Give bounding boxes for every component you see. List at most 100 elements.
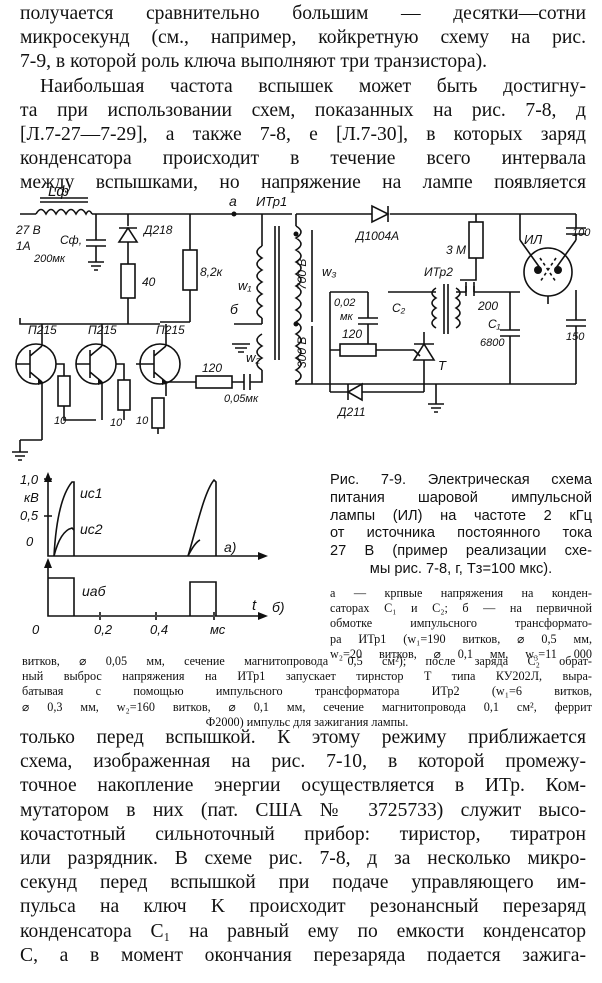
c1-value: 6800 bbox=[480, 337, 505, 349]
text-line: получается сравнительно большим — десятк… bbox=[20, 3, 586, 24]
note-line: Ф2000) импульс для зажигания лампы. bbox=[205, 714, 409, 729]
node-b-label: б bbox=[230, 301, 239, 317]
c100-label: 100 bbox=[572, 227, 591, 239]
winding-w2 bbox=[256, 333, 264, 371]
winding-w3 bbox=[294, 225, 302, 383]
transistor-p215-1 bbox=[15, 324, 57, 440]
c1-label: C₁ bbox=[488, 317, 501, 331]
c2-unit: мк bbox=[340, 311, 354, 323]
paragraph-top: получается сравнительно большим — десятк… bbox=[20, 2, 586, 196]
graph-t-label: t bbox=[252, 597, 257, 614]
text-line: только перед вспышкой. К этому режиму пр… bbox=[20, 727, 586, 748]
text-line: конденсатора C₁ на равный ему по емкости… bbox=[20, 920, 586, 942]
c200-label: 200 bbox=[477, 299, 498, 313]
c2-label: C₂ bbox=[392, 301, 406, 315]
graph-a-tag: а) bbox=[224, 539, 236, 555]
itr2-label: ИТр2 bbox=[424, 265, 453, 279]
text-line: точное накопление энергии осуществляется… bbox=[20, 775, 586, 797]
w3-label: w₃ bbox=[322, 264, 337, 279]
text-line: кочастотный сильноточный прибор: тиристо… bbox=[20, 823, 586, 845]
graph-x-04-label: 0,4 bbox=[150, 622, 168, 637]
text-line: [Л.7-27—7-29], а также 7-8, е [Л.7-30], … bbox=[20, 124, 586, 146]
resistor-10-2 bbox=[117, 379, 131, 411]
d1004-label: Д1004А bbox=[354, 229, 399, 243]
diode-d218 bbox=[117, 226, 139, 243]
figure-note-side: а — крпвые напряжения на конден- саторах… bbox=[330, 586, 592, 662]
note-line: саторах C₁ и C₂; б — на первичной bbox=[330, 601, 592, 616]
text-line: пульса на ключ K происходит резонансный … bbox=[20, 896, 586, 918]
text-line: между вспышками, но напряжение на лампе … bbox=[20, 172, 586, 194]
uc2-curve bbox=[53, 527, 201, 557]
source-voltage-label: 27 В bbox=[15, 223, 41, 237]
winding-w1 bbox=[256, 245, 264, 319]
graph-x-0-label: 0 bbox=[32, 622, 40, 637]
caption-line: мы рис. 7-8, г, Tз=100 мкс). bbox=[369, 560, 553, 577]
r120b-label: 120 bbox=[342, 327, 362, 341]
figure-note-full: витков, ⌀ 0,05 мм, сечение магнитопровод… bbox=[22, 654, 592, 730]
uc2-label: uс2 bbox=[80, 521, 103, 537]
diode-d1004a bbox=[371, 204, 390, 224]
graph-y-1-label: 1,0 bbox=[20, 472, 39, 487]
r3m-label: 3 М bbox=[446, 243, 466, 257]
lf-label: Lф bbox=[48, 183, 69, 200]
text-line: или разрядник. В схеме рис. 7-8, д за не… bbox=[20, 848, 586, 870]
resistor-3m bbox=[468, 221, 484, 259]
graph-b-tag: б) bbox=[272, 599, 285, 615]
resistor-10-3 bbox=[151, 397, 165, 429]
graph-x-unit-label: мс bbox=[210, 622, 226, 637]
figure-caption: Рис. 7-9. Электрическая схема питания ша… bbox=[330, 472, 592, 579]
uc1-label: uс1 bbox=[80, 485, 103, 501]
note-line: ра ИТр1 (w₁=190 витков, ⌀ 0,5 мм, bbox=[330, 631, 592, 646]
v300-label: 300 В bbox=[295, 337, 309, 368]
r10-1-label: 10 bbox=[54, 415, 67, 427]
p215-1-label: П215 bbox=[28, 323, 57, 337]
uab-label: uаб bbox=[82, 583, 107, 599]
c005-label: 0,05мк bbox=[224, 393, 259, 405]
w1-label: w₁ bbox=[238, 278, 252, 293]
resistor-10-1 bbox=[57, 375, 71, 407]
text-line: 7-9, в которой роль ключа выполняют три … bbox=[20, 51, 488, 73]
graph-y-05-label: 0,5 bbox=[20, 508, 39, 523]
cf-value: 200мк bbox=[33, 253, 66, 265]
c2-value: 0,02 bbox=[334, 297, 355, 309]
cf-label: Cф, bbox=[60, 233, 82, 247]
caption-line: от источника постоянного тока bbox=[330, 525, 592, 542]
r10-2-label: 10 bbox=[110, 417, 123, 429]
text-line: схема, изображенная на рис. 7-10, в кото… bbox=[20, 751, 586, 773]
v700-label: 700 В bbox=[295, 259, 309, 290]
uc1-curve bbox=[53, 478, 217, 557]
d218-label: Д218 bbox=[142, 223, 173, 237]
resistor-120b bbox=[339, 343, 377, 357]
resistor-40 bbox=[120, 263, 136, 299]
text-line: та при использовании схем, показанных на… bbox=[20, 99, 586, 121]
circuit-schematic: Lф 27 В 1A Cф, 200мк Д218 40 8,2к а б w₁… bbox=[12, 183, 591, 461]
w2-label: w₂ bbox=[246, 350, 260, 365]
note-line: ⌀ 0,3 мм, w₂=160 витков, ⌀ 0,1 мм, сечен… bbox=[22, 699, 592, 714]
waveform-graphs: 1,0 кВ 0,5 0 uс1 uс2 а) uаб t б) 0 0,2 0… bbox=[20, 472, 285, 637]
resistor-120a bbox=[195, 375, 233, 389]
note-line: обмотке импульсного трансформато- bbox=[330, 616, 592, 631]
text-line: мутатором в них (пат. США № 3725733) слу… bbox=[20, 799, 586, 821]
r10-3-label: 10 bbox=[136, 415, 149, 427]
node-a-label: а bbox=[229, 193, 237, 209]
caption-line: лампы (ИЛ) на частоте 2 кГц bbox=[330, 507, 592, 524]
d211-label: Д211 bbox=[336, 405, 366, 419]
il-label: ИЛ bbox=[524, 232, 542, 247]
graph-y-unit-label: кВ bbox=[24, 490, 39, 505]
note-line: батывая с помощью импульсного трансформа… bbox=[22, 684, 592, 699]
caption-line: питания шаровой импульсной bbox=[330, 489, 592, 506]
caption-line: 27 В (пример реализации схе- bbox=[330, 543, 592, 560]
inductor-lf bbox=[35, 208, 93, 216]
source-current-label: 1A bbox=[16, 239, 31, 253]
r120a-label: 120 bbox=[202, 361, 222, 375]
note-line: w₂=20 витков, ⌀ 0,1 мм, w₃=11 000 bbox=[330, 646, 592, 661]
note-line: а — крпвые напряжения на конден- bbox=[330, 586, 592, 600]
text-line: микросекунд (см., например, койкретную с… bbox=[20, 27, 586, 49]
p215-2-label: П215 bbox=[88, 323, 117, 337]
p215-3-label: П215 bbox=[156, 323, 185, 337]
text-line: секунд перед вспышкой при подаче управля… bbox=[20, 872, 586, 894]
c150-label: 150 bbox=[566, 331, 585, 343]
graph-x-02-label: 0,2 bbox=[94, 622, 113, 637]
r8k-label: 8,2к bbox=[200, 265, 224, 279]
